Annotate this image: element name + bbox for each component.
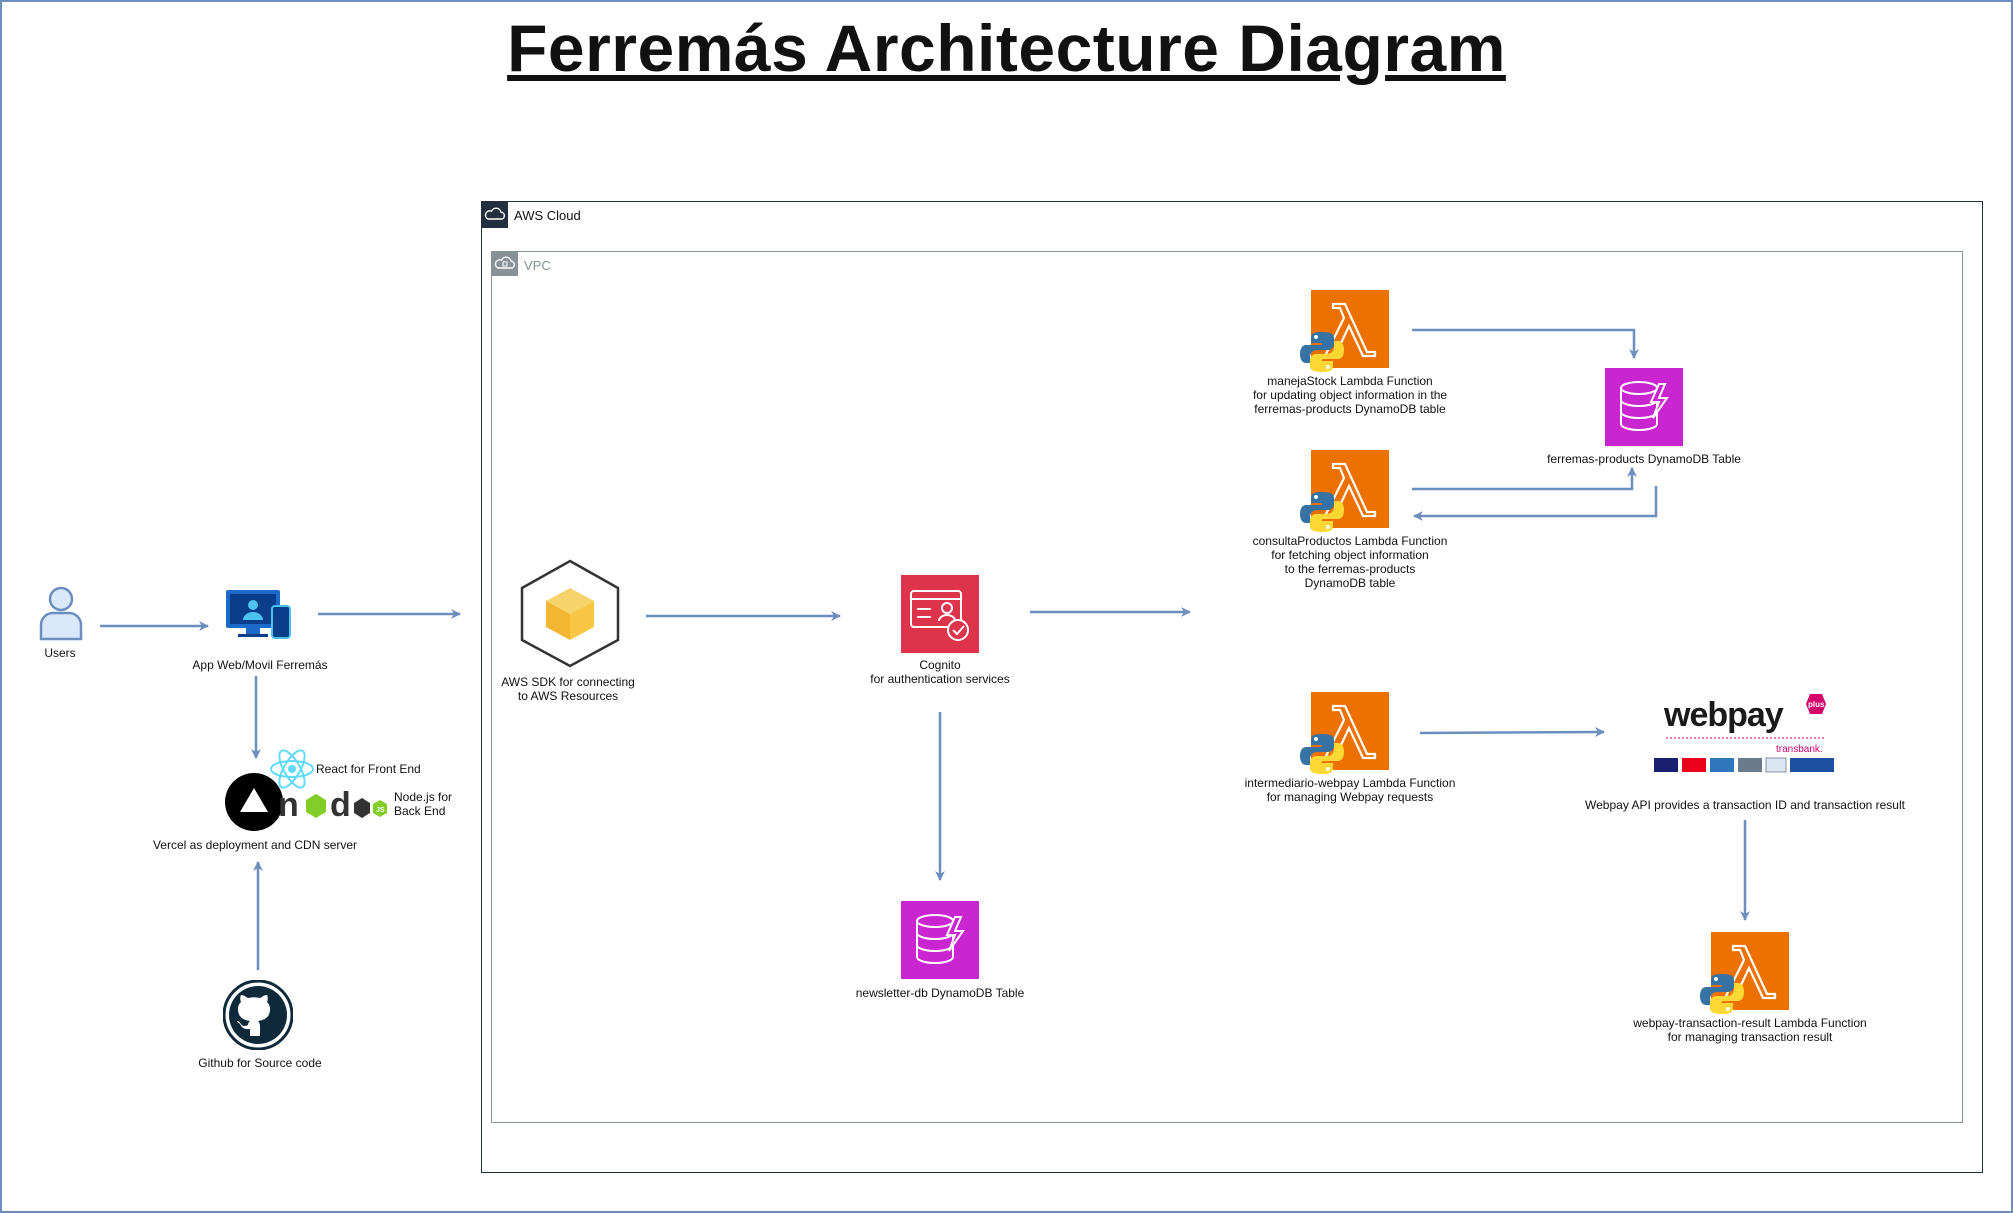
vpc-label: VPC	[524, 258, 551, 273]
nodejs-icon: n d JS	[278, 788, 388, 824]
maneja-stock-label: manejaStock Lambda Function for updating…	[1252, 374, 1448, 416]
aws-cloud-label: AWS Cloud	[514, 208, 581, 223]
webpay-result-label: webpay-transaction-result Lambda Functio…	[1633, 1016, 1867, 1044]
github-icon	[223, 980, 293, 1050]
newsletter-db-label: newsletter-db DynamoDB Table	[855, 986, 1025, 1000]
svg-text:n: n	[278, 788, 298, 824]
github-label: Github for Source code	[198, 1056, 322, 1070]
react-icon	[268, 746, 316, 792]
aws-sdk-icon	[518, 558, 622, 668]
webpay-wordmark: webpay	[1663, 696, 1784, 734]
aws-cloud-group: AWS Cloud	[481, 201, 1983, 1173]
edge-products-consulta	[1413, 486, 1658, 521]
aws-sdk-label: AWS SDK for connecting to AWS Resources	[501, 675, 635, 703]
edge-intermediario-webpay	[1419, 727, 1605, 738]
users-label: Users	[44, 646, 76, 660]
cognito-icon	[901, 575, 979, 653]
edge-consulta-products	[1412, 467, 1637, 491]
react-label: React for Front End	[316, 762, 421, 776]
card-logos	[1654, 757, 1834, 773]
dynamodb-icon	[901, 901, 979, 979]
python-icon	[1300, 490, 1344, 534]
transbank-text: transbank.	[1776, 744, 1823, 755]
cognito-label: Cognito for authentication services	[870, 658, 1010, 686]
page-title: Ferremás Architecture Diagram	[507, 11, 1506, 85]
dynamodb-icon	[1605, 368, 1683, 446]
products-db-label: ferremas-products DynamoDB Table	[1547, 452, 1741, 466]
nodejs-label: Node.js for Back End	[394, 790, 453, 818]
python-icon	[1300, 732, 1344, 776]
vpc-group: VPC	[491, 251, 1963, 1123]
app-label: App Web/Movil Ferremás	[192, 658, 328, 672]
intermediario-label: intermediario-webpay Lambda Function for…	[1244, 776, 1456, 804]
python-icon	[1300, 330, 1344, 374]
user-icon	[38, 585, 84, 641]
webpay-label: Webpay API provides a transaction ID and…	[1585, 798, 1905, 812]
webpay-logo: webpay plus transbank.	[1650, 690, 1850, 780]
vpc-cloud-icon	[492, 252, 518, 276]
webpay-plus: plus	[1808, 700, 1825, 709]
svg-text:d: d	[330, 788, 350, 824]
cloud-icon	[482, 202, 508, 228]
edge-manejastock-products	[1412, 328, 1639, 359]
devices-icon	[224, 588, 292, 640]
svg-text:JS: JS	[376, 807, 385, 814]
vercel-label: Vercel as deployment and CDN server	[152, 838, 358, 852]
consulta-productos-label: consultaProductos Lambda Function for fe…	[1252, 534, 1448, 590]
vercel-icon	[224, 772, 284, 832]
python-icon	[1700, 972, 1744, 1016]
